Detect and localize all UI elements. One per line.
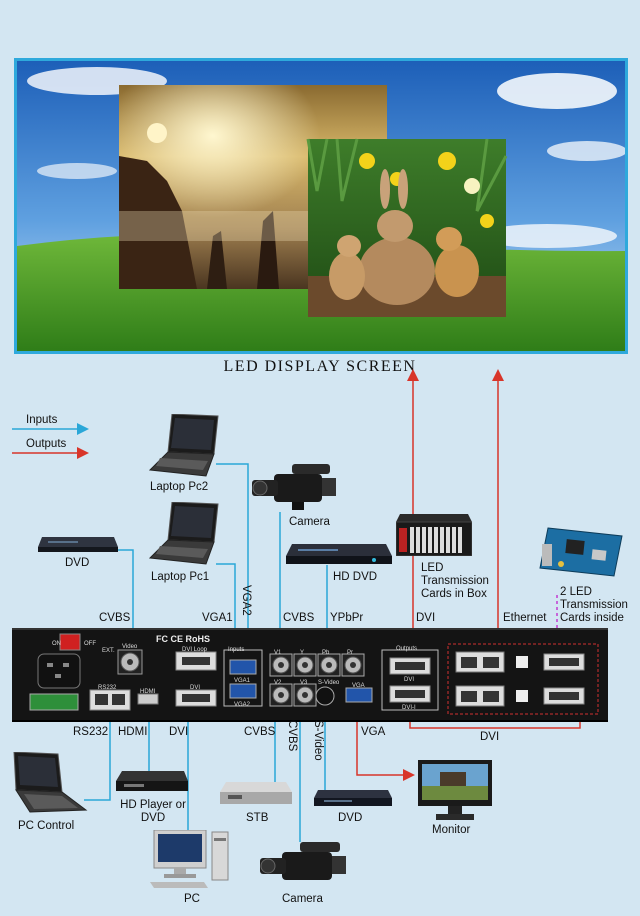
cvbs-top-label: CVBS <box>283 612 314 625</box>
vga-out-label: VGA <box>361 726 385 739</box>
panel-pb-label: Pb <box>322 647 329 660</box>
monitor-label: Monitor <box>432 824 470 837</box>
panel-v2-label: V2 <box>274 677 281 690</box>
camera-bottom-icon <box>260 840 352 890</box>
hdmi-label: HDMI <box>118 726 147 739</box>
cvbs-bottom-label: CVBS <box>244 726 275 739</box>
pc-label: PC <box>184 893 200 906</box>
camera-top-label: Camera <box>289 516 330 529</box>
dvi-out-label: DVI <box>416 612 435 625</box>
svideo-vertical-label: S-Video <box>311 720 324 761</box>
panel-outputs-label: Outputs <box>396 643 417 656</box>
panel-video-label: Video <box>122 641 137 654</box>
hd-player-label: HD Player or DVD <box>118 799 188 825</box>
panel-inputs-label: Inputs <box>228 644 244 657</box>
laptop-pc2-label: Laptop Pc2 <box>150 481 208 494</box>
pc-control-icon <box>12 752 88 814</box>
camera-bottom-label: Camera <box>282 893 323 906</box>
legend-outputs-label: Outputs <box>26 438 66 451</box>
panel-dvi-out-label: DVI <box>404 674 414 687</box>
monitor-icon <box>418 760 492 822</box>
hd-player-icon <box>116 771 188 795</box>
cvbs-left-label: CVBS <box>99 612 130 625</box>
laptop-pc2-icon <box>148 414 222 478</box>
dvd-bottom-icon <box>314 790 392 808</box>
panel-vga2-label: VGA2 <box>234 699 250 712</box>
dvi-in-label: DVI <box>169 726 188 739</box>
panel-v3-label: V3 <box>300 677 307 690</box>
panel-y-label: Y <box>300 647 304 660</box>
pc-control-label: PC Control <box>18 820 74 833</box>
ypbpr-label: YPbPr <box>330 612 363 625</box>
led-box-label: LED Transmission Cards in Box <box>421 562 501 601</box>
panel-graphics <box>12 630 608 720</box>
panel-dvi-loop-label: DVI Loop <box>182 644 207 657</box>
panel-off-label: OFF <box>84 638 96 651</box>
cvbs-vertical-label: CVBS <box>285 720 298 751</box>
panel-v1-label: V1 <box>274 647 281 660</box>
legend-inputs-label: Inputs <box>26 414 57 427</box>
panel-dvi-i-label: DVI-I <box>402 702 416 715</box>
led-box-icon <box>396 514 472 556</box>
vga2-label: VGA2 <box>239 585 252 616</box>
laptop-pc1-icon <box>148 502 222 566</box>
led-cards-icon <box>536 524 626 584</box>
panel-svideo-label: S-Video <box>318 677 339 690</box>
hd-dvd-label: HD DVD <box>333 571 377 584</box>
panel-hdmi-label: HDMI <box>140 686 155 699</box>
camera-top-icon <box>252 460 342 512</box>
panel-ext-label: EXT. <box>102 645 115 658</box>
pc-icon <box>150 830 234 890</box>
panel-pr-label: Pr <box>347 647 353 660</box>
dvi-bottom-label: DVI <box>480 731 499 744</box>
video-processor-panel: ON OFF EXT. Video FC CE RoHS DVI Loop In… <box>12 628 608 722</box>
led-cards-label: 2 LED Transmission Cards inside <box>560 586 638 625</box>
ethernet-label: Ethernet <box>503 612 546 625</box>
dvd-left-label: DVD <box>65 557 89 570</box>
vga1-label: VGA1 <box>202 612 233 625</box>
panel-on-label: ON <box>52 638 61 651</box>
panel-rs232-label: RS232 <box>98 682 116 695</box>
panel-dvi-label: DVI <box>190 682 200 695</box>
dvd-bottom-label: DVD <box>338 812 362 825</box>
laptop-pc1-label: Laptop Pc1 <box>151 571 209 584</box>
stb-label: STB <box>246 812 268 825</box>
stb-icon <box>220 782 292 808</box>
panel-vga1-label: VGA1 <box>234 675 250 688</box>
dvd-left-icon <box>38 535 118 553</box>
panel-vga-label: VGA <box>352 680 365 693</box>
rs232-label: RS232 <box>73 726 108 739</box>
hd-dvd-icon <box>286 542 392 566</box>
